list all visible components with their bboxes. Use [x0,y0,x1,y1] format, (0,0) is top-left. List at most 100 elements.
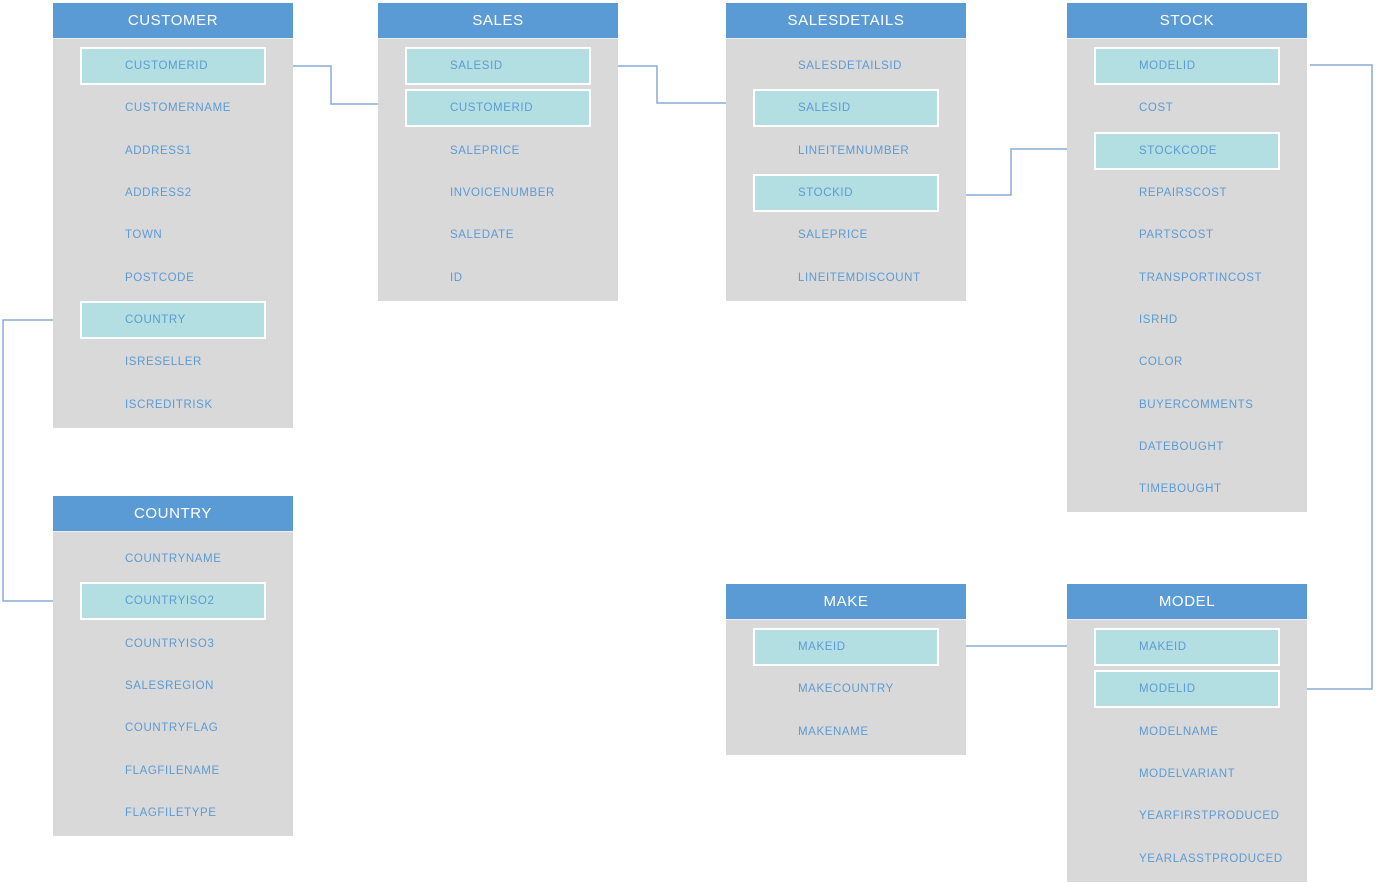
field-label: MAKECOUNTRY [798,683,894,696]
field-country-countryflag[interactable]: COUNTRYFLAG [53,707,293,749]
field-label: COUNTRYNAME [125,553,222,566]
field-make-makeid[interactable]: MAKEID [726,626,966,668]
field-sales-saleprice[interactable]: SALEPRICE [378,130,618,172]
field-label: CUSTOMERID [450,102,534,115]
field-make-makecountry[interactable]: MAKECOUNTRY [726,668,966,710]
table-salesdetails[interactable]: SALESDETAILS SALESDETAILSID SALESID LINEITE… [726,3,966,301]
field-label: COUNTRYFLAG [125,722,219,735]
field-model-makeid[interactable]: MAKEID [1067,626,1307,668]
field-customer-address2[interactable]: ADDRESS2 [53,172,293,214]
field-model-modelid[interactable]: MODELID [1067,668,1307,710]
field-stock-color[interactable]: COLOR [1067,341,1307,383]
field-sales-invoicenumber[interactable]: INVOICENUMBER [378,172,618,214]
field-label: POSTCODE [125,271,195,284]
table-header-customer[interactable]: CUSTOMER [53,3,293,39]
field-salesdetails-salesdetailsid[interactable]: SALESDETAILSID [726,45,966,87]
field-stock-stockcode[interactable]: STOCKCODE [1067,130,1307,172]
field-stock-isrhd[interactable]: ISRHD [1067,299,1307,341]
table-header-make[interactable]: MAKE [726,584,966,620]
field-label: PARTSCOST [1139,229,1214,242]
relationship-sales-salesid-to-salesdetails-salesid [600,65,733,104]
table-body-make: MAKEID MAKECOUNTRY MAKENAME [726,620,966,755]
field-label: MODELNAME [1139,725,1219,738]
table-stock[interactable]: STOCK MODELID COST STOCKCODE REPAIRSCOST PART… [1067,3,1307,513]
field-country-countryiso2[interactable]: COUNTRYISO2 [53,580,293,622]
field-stock-timebought[interactable]: TIMEBOUGHT [1067,468,1307,510]
field-country-flagfiletype[interactable]: FLAGFILETYPE [53,792,293,834]
field-label: MODELVARIANT [1139,768,1236,781]
table-header-stock[interactable]: STOCK [1067,3,1307,39]
field-make-makename[interactable]: MAKENAME [726,711,966,753]
field-sales-saledate[interactable]: SALEDATE [378,214,618,256]
field-label: YEARFIRSTPRODUCED [1139,810,1280,823]
table-header-model[interactable]: MODEL [1067,584,1307,620]
field-country-countryname[interactable]: COUNTRYNAME [53,538,293,580]
field-label: SALESDETAILSID [798,60,903,73]
field-customer-postcode[interactable]: POSTCODE [53,256,293,298]
field-stock-modelid[interactable]: MODELID [1067,45,1307,87]
field-label: ISRHD [1139,313,1178,326]
field-label: TOWN [125,229,163,242]
field-label: BUYERCOMMENTS [1139,398,1254,411]
field-label: COST [1139,102,1174,115]
field-customer-address1[interactable]: ADDRESS1 [53,130,293,172]
field-label: ISRESELLER [125,356,202,369]
field-salesdetails-lineitemnumber[interactable]: LINEITEMNUMBER [726,130,966,172]
field-sales-id[interactable]: ID [378,256,618,298]
field-stock-datebought[interactable]: DATEBOUGHT [1067,426,1307,468]
field-customer-isreseller[interactable]: ISRESELLER [53,341,293,383]
field-label: SALESREGION [125,680,215,693]
field-model-yearlasstproduced[interactable]: YEARLASSTPRODUCED [1067,837,1307,879]
field-label: REPAIRSCOST [1139,187,1228,200]
table-body-stock: MODELID COST STOCKCODE REPAIRSCOST PARTSCOST… [1067,39,1307,513]
field-salesdetails-salesid[interactable]: SALESID [726,87,966,129]
table-header-salesdetails[interactable]: SALESDETAILS [726,3,966,39]
field-label: COUNTRYISO3 [125,637,215,650]
field-label: ADDRESS2 [125,187,192,200]
field-label: STOCKID [798,187,854,200]
field-stock-partscost[interactable]: PARTSCOST [1067,214,1307,256]
field-label: CUSTOMERID [125,60,209,73]
field-label: MAKENAME [798,725,869,738]
field-country-flagfilename[interactable]: FLAGFILENAME [53,749,293,791]
field-stock-cost[interactable]: COST [1067,87,1307,129]
field-label: SALEPRICE [798,229,868,242]
field-salesdetails-lineitemdiscount[interactable]: LINEITEMDISCOUNT [726,256,966,298]
field-country-salesregion[interactable]: SALESREGION [53,665,293,707]
field-customer-customername[interactable]: CUSTOMERNAME [53,87,293,129]
field-label: SALESID [798,102,851,115]
field-label: ADDRESS1 [125,144,192,157]
table-make[interactable]: MAKE MAKEID MAKECOUNTRY MAKENAME [726,584,966,755]
field-stock-buyercomments[interactable]: BUYERCOMMENTS [1067,383,1307,425]
field-label: STOCKCODE [1139,144,1218,157]
field-label: DATEBOUGHT [1139,440,1225,453]
field-customer-country[interactable]: COUNTRY [53,299,293,341]
field-salesdetails-saleprice[interactable]: SALEPRICE [726,214,966,256]
field-salesdetails-stockid[interactable]: STOCKID [726,172,966,214]
field-customer-town[interactable]: TOWN [53,214,293,256]
field-stock-repairscost[interactable]: REPAIRSCOST [1067,172,1307,214]
field-label: SALESID [450,60,503,73]
field-model-modelname[interactable]: MODELNAME [1067,711,1307,753]
field-stock-transportincost[interactable]: TRANSPORTINCOST [1067,256,1307,298]
field-sales-customerid[interactable]: CUSTOMERID [378,87,618,129]
field-sales-salesid[interactable]: SALESID [378,45,618,87]
field-country-countryiso3[interactable]: COUNTRYISO3 [53,623,293,665]
table-header-country[interactable]: COUNTRY [53,496,293,532]
field-model-modelvariant[interactable]: MODELVARIANT [1067,753,1307,795]
field-label: FLAGFILETYPE [125,806,217,819]
field-customer-iscreditrisk[interactable]: ISCREDITRISK [53,383,293,425]
table-header-sales[interactable]: SALES [378,3,618,39]
field-label: FLAGFILENAME [125,764,220,777]
field-model-yearfirstproduced[interactable]: YEARFIRSTPRODUCED [1067,795,1307,837]
field-customer-customerid[interactable]: CUSTOMERID [53,45,293,87]
field-label: SALEDATE [450,229,515,242]
